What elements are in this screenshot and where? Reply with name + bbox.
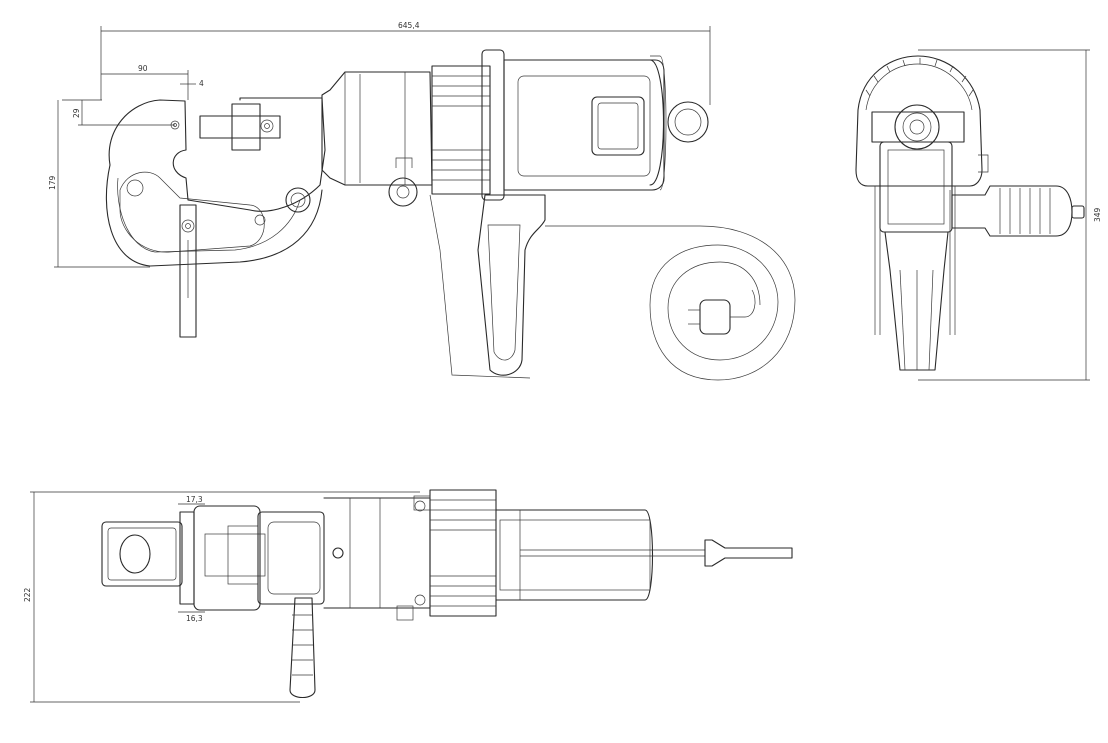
grip (477, 194, 546, 376)
top-view (101, 489, 793, 699)
dim-punch-bottom: 16,3 (186, 614, 203, 623)
top-flange (429, 489, 497, 617)
side-view (105, 49, 796, 381)
cylinder (321, 71, 433, 186)
plug (688, 289, 756, 335)
dim-height-end: 349 (1093, 207, 1102, 222)
c-frame (105, 97, 326, 267)
motor-housing (503, 59, 665, 191)
top-cylinder (323, 497, 431, 609)
side-dimensions: 645,4 90 4 29 179 (48, 21, 711, 268)
dim-height-side: 179 (48, 175, 57, 190)
dim-overall-length: 645,4 (398, 21, 420, 30)
top-dimensions: 222 17,3 16,3 (23, 491, 420, 703)
top-jaw (101, 521, 183, 587)
dim-jaw-top: 29 (72, 108, 81, 118)
end-dimensions: 349 (918, 49, 1102, 381)
end-housing (855, 55, 983, 187)
lifting-eye (667, 101, 709, 143)
top-handle (289, 597, 316, 699)
side-handle (951, 185, 1073, 237)
dim-jaw-offset: 4 (199, 79, 204, 88)
power-cable (545, 225, 796, 381)
dim-jaw-width: 90 (138, 64, 148, 73)
motor-flange (431, 65, 491, 195)
stripper-plate (179, 204, 197, 338)
dim-width-top: 222 (23, 587, 32, 602)
top-plug (704, 539, 793, 567)
dim-punch-top: 17,3 (186, 495, 203, 504)
end-view (855, 55, 1085, 371)
